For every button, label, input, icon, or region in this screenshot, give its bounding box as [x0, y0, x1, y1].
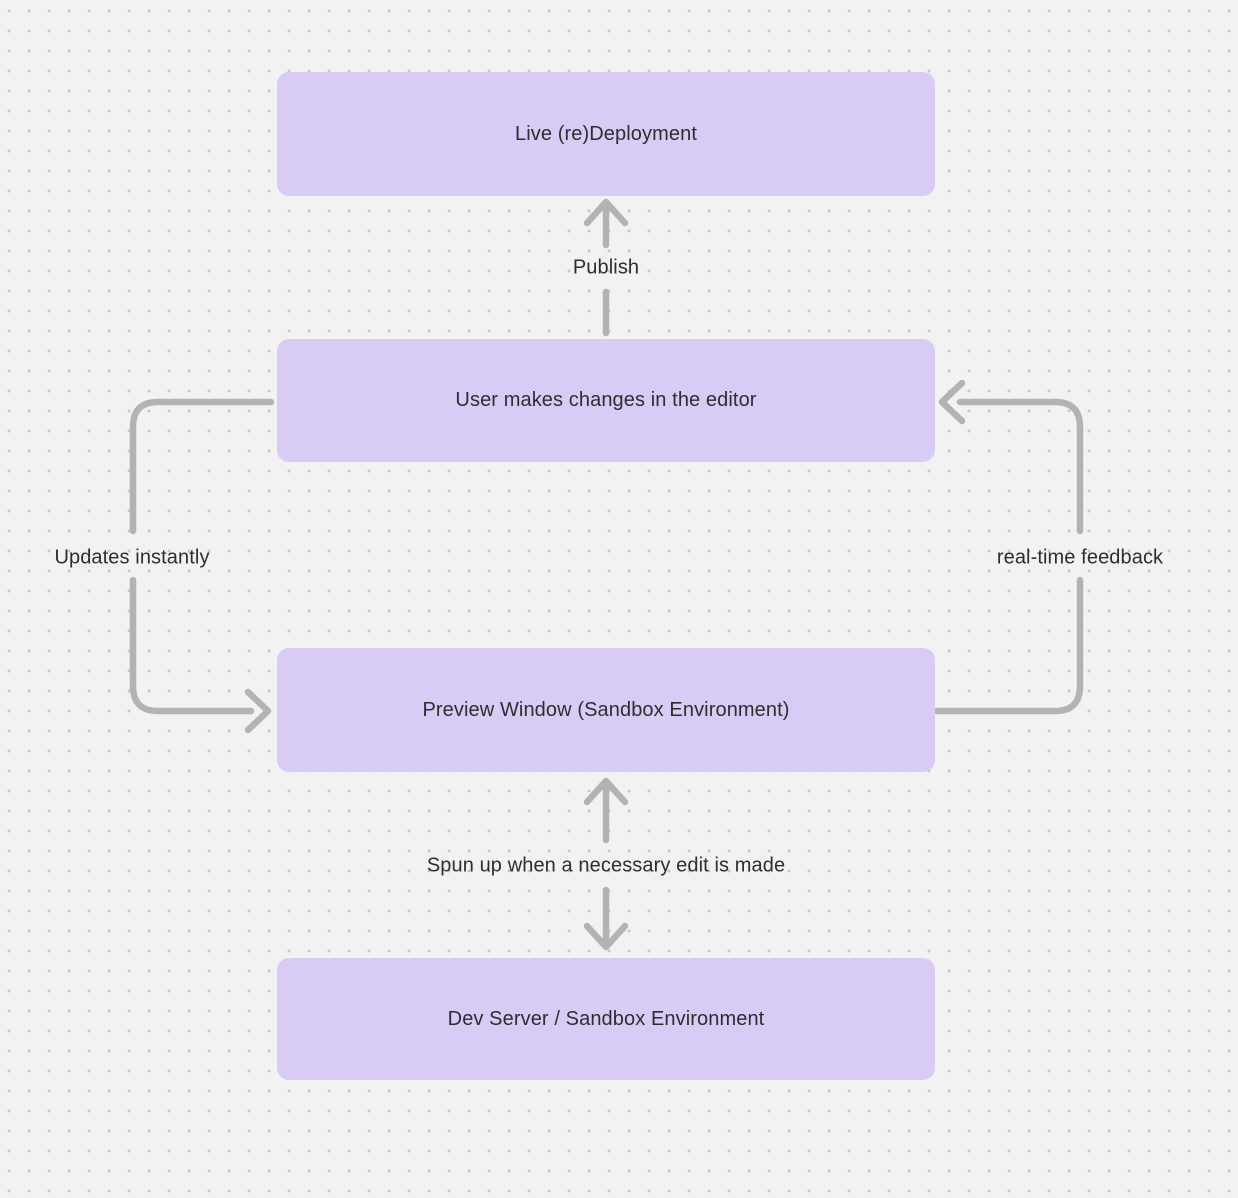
left-loop-arrowhead-right-icon	[244, 688, 272, 734]
node-label: Preview Window (Sandbox Environment)	[422, 698, 790, 721]
node-dev-server: Dev Server / Sandbox Environment	[277, 958, 935, 1080]
left-loop-upper	[129, 398, 275, 535]
spun-up-arrowhead-down-icon	[583, 922, 629, 951]
edge-label-updates-instantly: Updates instantly	[54, 546, 210, 569]
left-loop-lower	[129, 576, 255, 715]
node-user-editor: User makes changes in the editor	[277, 339, 935, 462]
spun-up-arrowhead-up-icon	[583, 777, 629, 806]
right-loop-upper	[956, 398, 1084, 535]
right-loop-arrowhead-left-icon	[938, 379, 966, 425]
edge-label-real-time-feedback: real-time feedback	[996, 546, 1164, 569]
right-loop-lower	[933, 576, 1084, 715]
node-label: User makes changes in the editor	[455, 389, 757, 411]
edge-label-publish: Publish	[572, 256, 640, 279]
edge-label-spun-up: Spun up when a necessary edit is made	[426, 854, 786, 877]
publish-arrowhead-up-icon	[583, 198, 629, 227]
node-label: Dev Server / Sandbox Environment	[447, 1007, 765, 1030]
node-preview-window: Preview Window (Sandbox Environment)	[277, 648, 935, 772]
node-live-redeployment: Live (re)Deployment	[277, 72, 935, 196]
node-label: Live (re)Deployment	[515, 122, 697, 145]
